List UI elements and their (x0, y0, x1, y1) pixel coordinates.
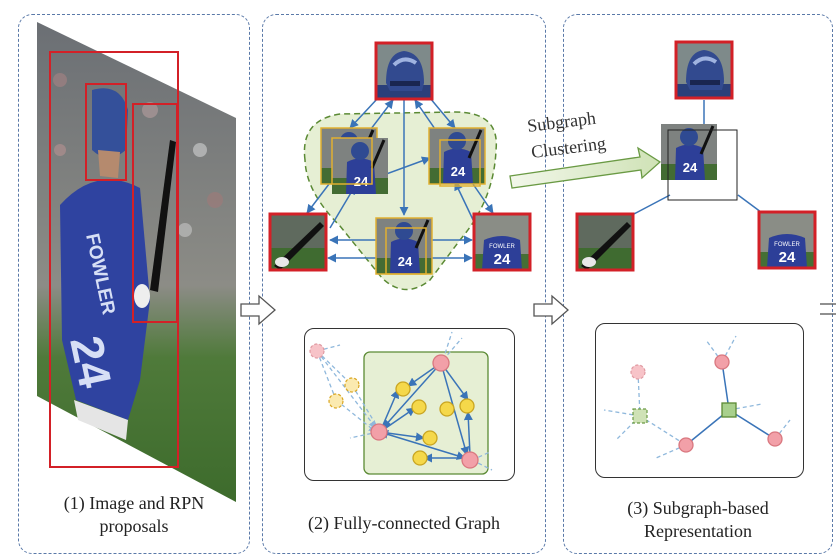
subgraph-stack-right (427, 126, 487, 187)
mini-graph-dashed-edges-p3 (603, 335, 791, 459)
proposal-body-p3 (757, 210, 817, 270)
caption-panel-3-line2: Representation (644, 521, 752, 541)
proposal-helmet-p2 (374, 41, 434, 101)
process-arrow-2 (533, 294, 569, 326)
caption-panel-1-line2: proposals (99, 516, 169, 536)
panel-fully-connected-graph (262, 14, 546, 554)
arrow-label-line1: Subgraph (526, 108, 597, 136)
subgraph-stack-left (319, 126, 390, 196)
process-arrow-1 (240, 294, 276, 326)
panel-image-proposals (18, 14, 250, 554)
baseball-photo: FOWLER 24 (37, 22, 236, 502)
panel-subgraph-representation (563, 14, 833, 554)
mini-graph-nodes-p2 (309, 343, 479, 469)
arrow-label-line2: Clustering (530, 133, 607, 162)
proposal-helmet-p3 (674, 40, 734, 100)
caption-panel-1-line1: (1) Image and RPN (63, 493, 205, 513)
rpn-proposals (49, 51, 179, 468)
caption-panel-3: (3) Subgraph-based Representation (565, 497, 831, 543)
mini-graph-nodes-p3 (630, 354, 783, 453)
caption-panel-3-line1: (3) Subgraph-based (627, 498, 769, 518)
caption-panel-1: (1) Image and RPN proposals (22, 492, 246, 538)
caption-panel-2-text: (2) Fully-connected Graph (308, 513, 500, 533)
jersey-number: 24 (60, 331, 122, 392)
subgraph-player-p3 (659, 122, 738, 201)
proposal-bat-p3 (575, 212, 635, 272)
subgraph-clustering-arrow (509, 146, 662, 189)
proposal-body-p2 (472, 212, 532, 272)
graph-box-subgraph (595, 323, 804, 478)
proposal-bat-p2 (268, 212, 328, 272)
subgraph-stack-bottom (374, 216, 434, 276)
caption-panel-2: (2) Fully-connected Graph (262, 512, 546, 535)
